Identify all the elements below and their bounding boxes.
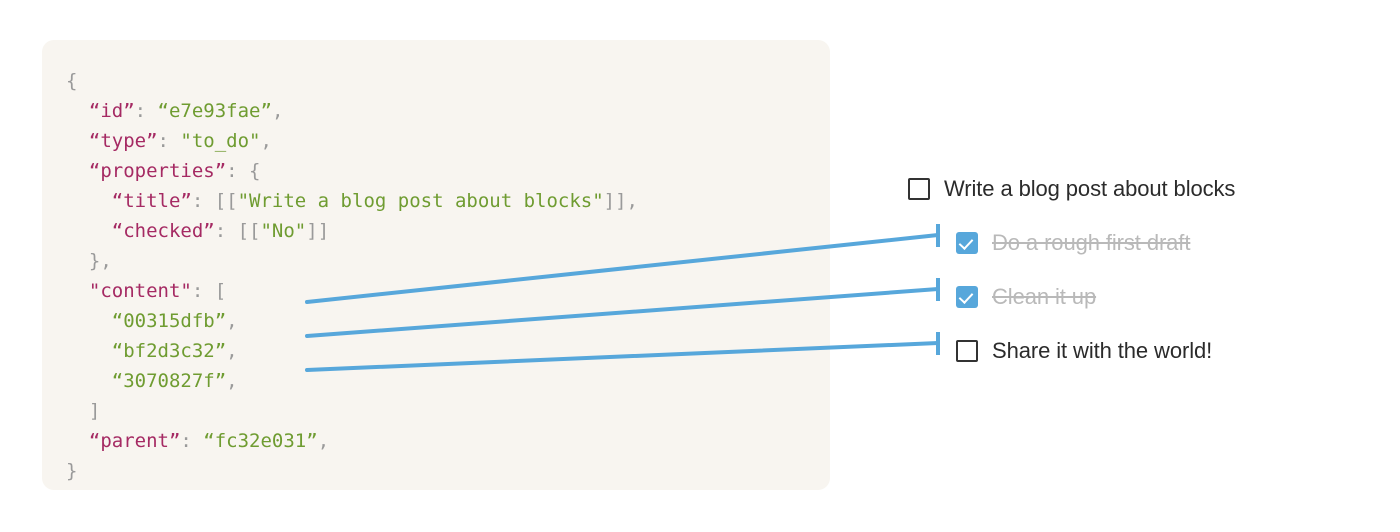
code-token — [66, 280, 89, 302]
code-line: “3070827f”, — [66, 366, 638, 396]
code-token: : — [180, 430, 204, 452]
code-line: { — [66, 66, 638, 96]
todo-item[interactable]: Clean it up — [908, 270, 1348, 324]
code-token: “00315dfb” — [111, 310, 227, 332]
json-code-panel: { “id”: “e7e93fae”, “type”: "to_do", “pr… — [42, 40, 830, 490]
code-token: “bf2d3c32” — [111, 340, 227, 362]
code-token: , — [260, 130, 272, 152]
todo-item-label[interactable]: Share it with the world! — [992, 338, 1213, 363]
code-token: }, — [66, 250, 112, 272]
code-token: } — [66, 460, 78, 482]
code-token: : [[ — [214, 220, 261, 242]
code-token: “id” — [88, 100, 135, 122]
code-token: , — [226, 340, 238, 362]
todo-item-label[interactable]: Write a blog post about blocks — [944, 176, 1236, 201]
checkbox-checked-icon[interactable] — [956, 232, 978, 254]
code-line: “00315dfb”, — [66, 306, 638, 336]
code-line: ] — [66, 396, 638, 426]
code-token: : — [134, 100, 158, 122]
code-token: , — [317, 430, 330, 452]
code-token: “type” — [88, 130, 158, 152]
code-token: “checked” — [111, 220, 215, 242]
todo-item[interactable]: Share it with the world! — [908, 324, 1348, 378]
code-line: } — [66, 456, 638, 486]
code-line: “checked”: [["No"]] — [66, 216, 638, 246]
code-token: “e7e93fae” — [157, 100, 272, 122]
todo-item-label[interactable]: Clean it up — [992, 284, 1097, 309]
code-token: ]] — [306, 220, 330, 242]
code-line: “type”: "to_do", — [66, 126, 638, 156]
code-token: , — [226, 310, 238, 332]
code-token: { — [66, 70, 78, 92]
code-line: “bf2d3c32”, — [66, 336, 638, 366]
code-token: "content" — [88, 280, 192, 302]
code-token: , — [226, 370, 238, 392]
todo-list: Write a blog post about blocks Do a rough… — [908, 162, 1348, 378]
code-line: }, — [66, 246, 638, 276]
code-token — [66, 340, 112, 362]
code-token: , — [271, 100, 284, 122]
code-token: "No" — [260, 220, 307, 242]
code-token: “properties” — [88, 160, 227, 182]
code-token — [66, 160, 89, 182]
code-line: “parent”: “fc32e031”, — [66, 426, 638, 456]
code-token: : [[ — [191, 190, 238, 212]
todo-item[interactable]: Write a blog post about blocks — [908, 162, 1348, 216]
code-token: "Write a blog post about blocks" — [237, 190, 604, 212]
code-token — [66, 370, 112, 392]
checkbox-unchecked-icon[interactable] — [956, 340, 978, 362]
code-token: “title” — [111, 190, 192, 212]
code-token: : [ — [191, 280, 227, 302]
code-token: “3070827f” — [111, 370, 227, 392]
code-line: “properties”: { — [66, 156, 638, 186]
code-token: : { — [226, 160, 261, 182]
code-line: “id”: “e7e93fae”, — [66, 96, 638, 126]
todo-item[interactable]: Do a rough first draft — [908, 216, 1348, 270]
code-token — [66, 310, 112, 332]
json-code-block: { “id”: “e7e93fae”, “type”: "to_do", “pr… — [66, 66, 638, 486]
code-token: ]], — [603, 190, 638, 212]
code-token: : — [157, 130, 181, 152]
checkbox-checked-icon[interactable] — [956, 286, 978, 308]
code-line: "content": [ — [66, 276, 638, 306]
todo-item-label[interactable]: Do a rough first draft — [992, 230, 1191, 255]
code-token: “parent” — [88, 430, 181, 452]
code-line: “title”: [["Write a blog post about bloc… — [66, 186, 638, 216]
code-token: ] — [66, 400, 101, 422]
code-token — [66, 190, 112, 212]
code-token: “fc32e031” — [203, 430, 318, 452]
checkbox-unchecked-icon[interactable] — [908, 178, 930, 200]
code-token — [66, 220, 112, 242]
code-token: "to_do" — [180, 130, 261, 152]
code-token — [66, 430, 89, 452]
code-token — [66, 130, 89, 152]
code-token — [66, 100, 89, 122]
